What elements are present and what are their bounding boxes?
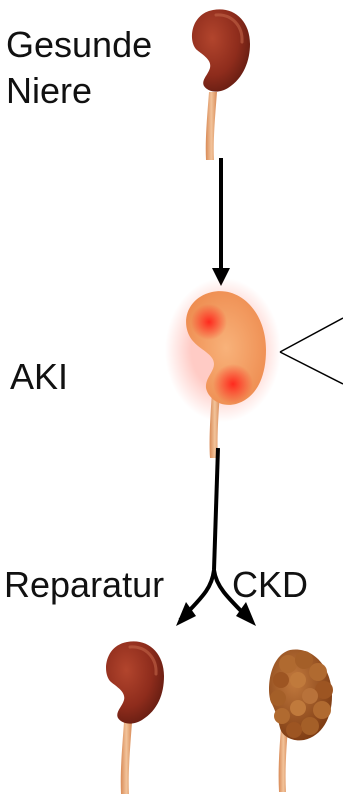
ckd-kidney-icon xyxy=(269,649,333,792)
repair-label: Reparatur xyxy=(4,562,164,608)
healthy-kidney-label: Gesunde Niere xyxy=(6,22,166,114)
healthy-label-line: Gesunde Niere xyxy=(6,22,166,114)
healthy-kidney-icon xyxy=(192,9,250,160)
ckd-label: CKD xyxy=(232,562,308,608)
aki-kidney-icon xyxy=(165,278,281,458)
aki-label: AKI xyxy=(10,354,68,400)
arrow-healthy-to-aki xyxy=(212,158,230,286)
recovered-kidney-icon xyxy=(106,641,164,794)
zoom-wedge xyxy=(280,318,343,384)
